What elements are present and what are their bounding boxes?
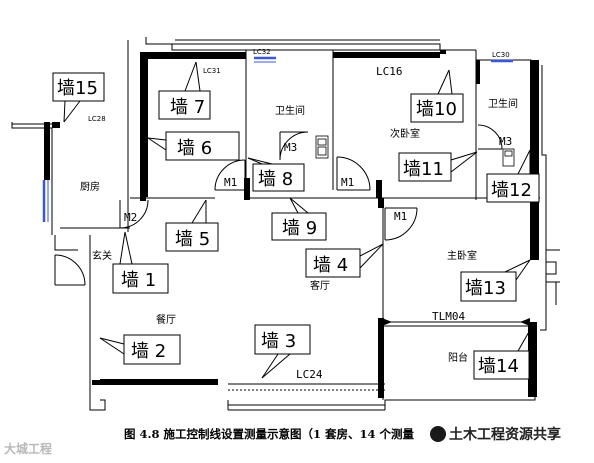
wall-7-label: 墙 7 xyxy=(170,97,205,118)
wall-12-callout: 墙12 xyxy=(486,149,540,203)
room-second-bedroom: 次卧室 xyxy=(390,127,420,140)
wall-9-callout: 墙 9 xyxy=(271,197,327,241)
window-lc32: LC32 xyxy=(253,48,271,56)
figure-caption: 图 4.8 施工控制线设置测量示意图（1 套房、14 个测量 xyxy=(124,427,415,441)
room-balcony: 阳台 xyxy=(448,351,468,364)
wall-4-callout: 墙 4 xyxy=(305,243,384,278)
tlm04-door xyxy=(382,318,530,327)
wall-11-callout: 墙11 xyxy=(398,151,478,182)
room-entry: 玄关 xyxy=(92,249,112,262)
wall-1-callout: 墙 1 xyxy=(112,231,169,294)
wall-14-callout: 墙14 xyxy=(473,329,531,380)
window-lc30: LC30 xyxy=(492,51,510,59)
wall-5-callout: 墙 5 xyxy=(165,199,219,252)
lc24-window xyxy=(228,383,385,391)
room-living: 客厅 xyxy=(310,279,330,292)
wall-7-callout: 墙 7 xyxy=(158,61,211,120)
wall-2-callout: 墙 2 xyxy=(99,334,181,365)
wall-9-label: 墙 9 xyxy=(282,218,317,239)
wall-4-label: 墙 4 xyxy=(313,255,348,276)
wall-6-label: 墙 6 xyxy=(177,138,212,159)
wall-8-callout: 墙 8 xyxy=(247,157,305,192)
door-m3-b: M3 xyxy=(499,135,512,148)
wall-13-callout: 墙13 xyxy=(460,259,531,302)
room-master-bedroom: 主卧室 xyxy=(447,249,477,262)
windows xyxy=(42,56,513,222)
wall-8-label: 墙 8 xyxy=(258,169,293,190)
wall-15-callout: 墙15 xyxy=(52,72,105,123)
door-m3-a: M3 xyxy=(284,141,297,154)
wall-14-label: 墙14 xyxy=(478,356,519,377)
door-m2: M2 xyxy=(124,211,137,224)
wall-2-label: 墙 2 xyxy=(131,341,166,362)
wall-13-label: 墙13 xyxy=(465,278,506,299)
wall-15-label: 墙15 xyxy=(57,78,98,99)
wall-6-callout: 墙 6 xyxy=(147,131,240,161)
door-labels: M1 M1 M1 M2 M3 M3 xyxy=(124,135,512,224)
watermark-right: 土木工程资源共享 xyxy=(430,424,561,444)
door-m1-a: M1 xyxy=(224,176,237,189)
wall-1-label: 墙 1 xyxy=(121,270,156,291)
room-bath-2: 卫生间 xyxy=(488,97,518,110)
wall-10-callout: 墙10 xyxy=(410,69,464,123)
room-bath-1: 卫生间 xyxy=(275,104,305,117)
wall-callouts: 墙15 墙 7 墙 6 墙10 墙11 xyxy=(52,61,540,380)
wall-5-label: 墙 5 xyxy=(175,229,210,250)
wall-12-label: 墙12 xyxy=(491,180,532,201)
door-m1-c: M1 xyxy=(394,210,407,223)
wall-3-callout: 墙 3 xyxy=(254,324,311,379)
door-swings xyxy=(54,124,503,286)
wall-10-label: 墙10 xyxy=(416,99,457,120)
wall-3-label: 墙 3 xyxy=(261,331,296,352)
door-tlm04: TLM04 xyxy=(432,310,465,323)
door-m1-b: M1 xyxy=(341,176,354,189)
solid-walls xyxy=(44,50,539,398)
room-dining: 餐厅 xyxy=(156,313,176,326)
window-lc31: LC31 xyxy=(203,67,221,75)
room-labels: 厨房 玄关 客厅 餐厅 卫生间 卫生间 次卧室 主卧室 阳台 xyxy=(80,97,518,364)
watermark-right-text: 土木工程资源共享 xyxy=(449,427,561,443)
room-kitchen: 厨房 xyxy=(80,180,100,193)
window-lc24: LC24 xyxy=(296,368,323,381)
window-lc28: LC28 xyxy=(88,115,106,123)
wechat-icon xyxy=(430,426,446,442)
wall-11-label: 墙11 xyxy=(403,159,444,180)
window-labels: LC32 LC30 LC31 LC28 LC16 LC24 TLM04 xyxy=(88,48,510,381)
window-lc16: LC16 xyxy=(376,65,403,78)
watermark-left: 大城工程 xyxy=(4,442,53,456)
